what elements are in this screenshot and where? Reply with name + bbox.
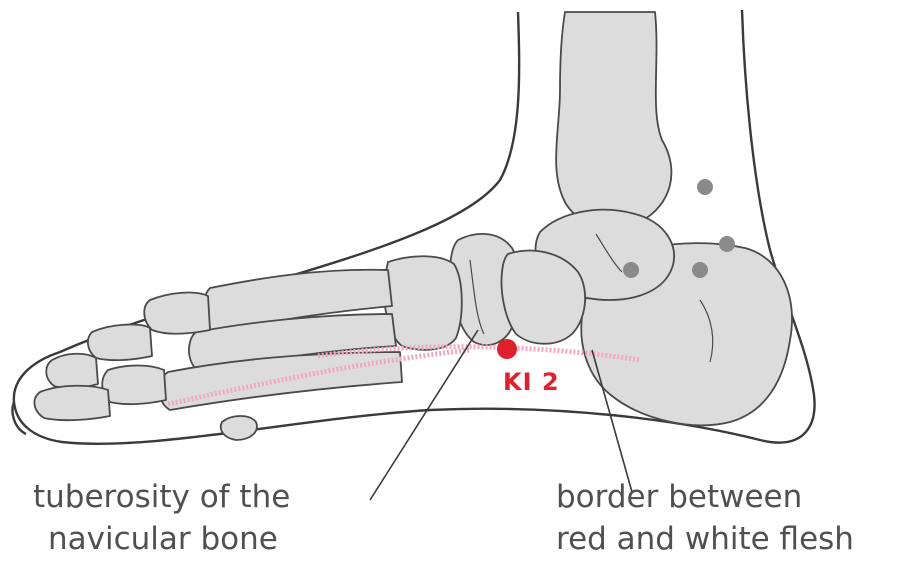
acupoint-marker: [497, 339, 517, 359]
border-label-line2: red and white flesh: [556, 520, 854, 558]
marker-dot: [623, 262, 639, 278]
tuberosity-label-line2: navicular bone: [48, 520, 278, 558]
acupoint-label: KI 2: [503, 368, 560, 396]
phalanx-bone: [46, 354, 98, 388]
border-label-line1: border between: [556, 478, 802, 516]
marker-dot: [719, 236, 735, 252]
phalanx-bone: [88, 325, 152, 361]
foot-bones: [34, 12, 792, 440]
tuberosity-label-line1: tuberosity of the: [33, 478, 290, 516]
sesamoid-bone: [221, 416, 257, 440]
marker-dot: [692, 262, 708, 278]
phalanx-bone: [102, 366, 166, 405]
marker-dot: [697, 179, 713, 195]
phalanx-bone: [144, 293, 210, 334]
phalanx-bone: [34, 386, 110, 420]
tibia-bone: [556, 12, 671, 228]
